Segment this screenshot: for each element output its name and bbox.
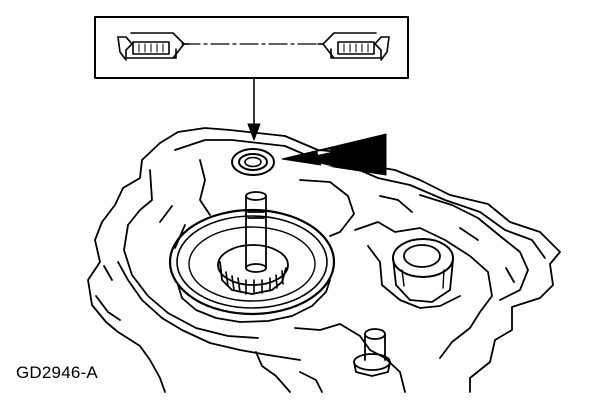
large-black-arrow-icon [281, 133, 387, 176]
seal-detail-inset [94, 16, 409, 79]
seal-profile-left [117, 32, 190, 61]
input-shaft [245, 191, 267, 273]
drum-assembly [168, 208, 336, 323]
case-boss [392, 238, 454, 303]
leader-arrow [247, 77, 261, 141]
bolt-fitting [353, 328, 391, 377]
seal-profile-right [317, 32, 390, 61]
transmission-case [87, 127, 561, 393]
seal-ring [231, 148, 275, 176]
figure-id-label: GD2946-A [16, 363, 98, 382]
